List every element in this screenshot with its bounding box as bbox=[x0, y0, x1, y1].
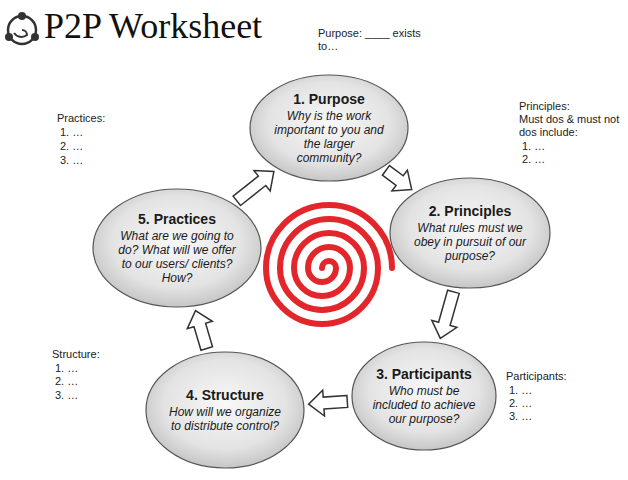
block-arrow bbox=[233, 171, 274, 206]
circle-text: 5. PracticesWhat are we going to do? Wha… bbox=[114, 211, 240, 285]
cycle-circle: 4. StructureHow will we organize to dist… bbox=[145, 351, 305, 469]
cycle-circle: 2. PrinciplesWhat rules must we obey in … bbox=[389, 177, 551, 289]
side-note: 3. … bbox=[60, 154, 83, 167]
side-note: 1. … bbox=[60, 126, 83, 139]
circle-question: What rules must we obey in pursuit of ou… bbox=[410, 221, 530, 263]
side-note: Must dos & must not dos include: bbox=[519, 113, 627, 139]
circle-question: How will we organize to distribute contr… bbox=[166, 405, 284, 433]
circle-shape bbox=[250, 75, 408, 181]
circle-heading: 5. Practices bbox=[114, 211, 240, 228]
block-arrow bbox=[309, 390, 348, 416]
circle-text: 3. ParticipantsWho must be included to a… bbox=[370, 366, 478, 426]
circle-question: Who must be included to achieve our purp… bbox=[370, 384, 478, 426]
circle-shape bbox=[390, 178, 550, 288]
block-arrow bbox=[382, 166, 411, 191]
side-note: Structure: bbox=[52, 348, 100, 361]
circle-heading: 3. Participants bbox=[370, 366, 478, 383]
side-note: 2. … bbox=[509, 397, 532, 410]
logo bbox=[5, 12, 39, 44]
block-arrow bbox=[187, 311, 212, 351]
circle-question: Why is the work important to you and the… bbox=[270, 109, 388, 165]
side-note: Participants: bbox=[506, 370, 567, 383]
circle-shape bbox=[93, 189, 261, 307]
side-note: Purpose: ____ exists to… bbox=[318, 27, 430, 53]
block-arrow bbox=[432, 290, 459, 338]
circle-heading: 1. Purpose bbox=[270, 91, 388, 108]
side-note: 2. … bbox=[60, 140, 83, 153]
side-note: Principles: bbox=[519, 100, 570, 113]
side-note: 1. … bbox=[55, 362, 78, 375]
circle-shape bbox=[352, 342, 496, 450]
worksheet-title: P2P Worksheet bbox=[44, 6, 262, 46]
side-note: 3. … bbox=[55, 389, 78, 402]
side-note: Practices: bbox=[57, 112, 105, 125]
circle-question: What are we going to do? What will we of… bbox=[114, 229, 240, 285]
circle-shape bbox=[146, 352, 304, 468]
side-note: 1. … bbox=[509, 384, 532, 397]
cycle-circle: 3. ParticipantsWho must be included to a… bbox=[351, 341, 497, 451]
circle-text: 4. StructureHow will we organize to dist… bbox=[166, 387, 284, 433]
side-note: 1. … bbox=[522, 140, 545, 153]
circle-heading: 2. Principles bbox=[410, 203, 530, 220]
side-note: 2. … bbox=[522, 153, 545, 166]
red-spiral bbox=[266, 205, 392, 324]
circle-text: 1. PurposeWhy is the work important to y… bbox=[270, 91, 388, 165]
side-note: 3. … bbox=[509, 410, 532, 423]
circle-heading: 4. Structure bbox=[166, 387, 284, 404]
cycle-circle: 1. PurposeWhy is the work important to y… bbox=[249, 74, 409, 182]
circle-text: 2. PrinciplesWhat rules must we obey in … bbox=[410, 203, 530, 263]
side-note: 2. … bbox=[55, 375, 78, 388]
cycle-circle: 5. PracticesWhat are we going to do? Wha… bbox=[92, 188, 262, 308]
